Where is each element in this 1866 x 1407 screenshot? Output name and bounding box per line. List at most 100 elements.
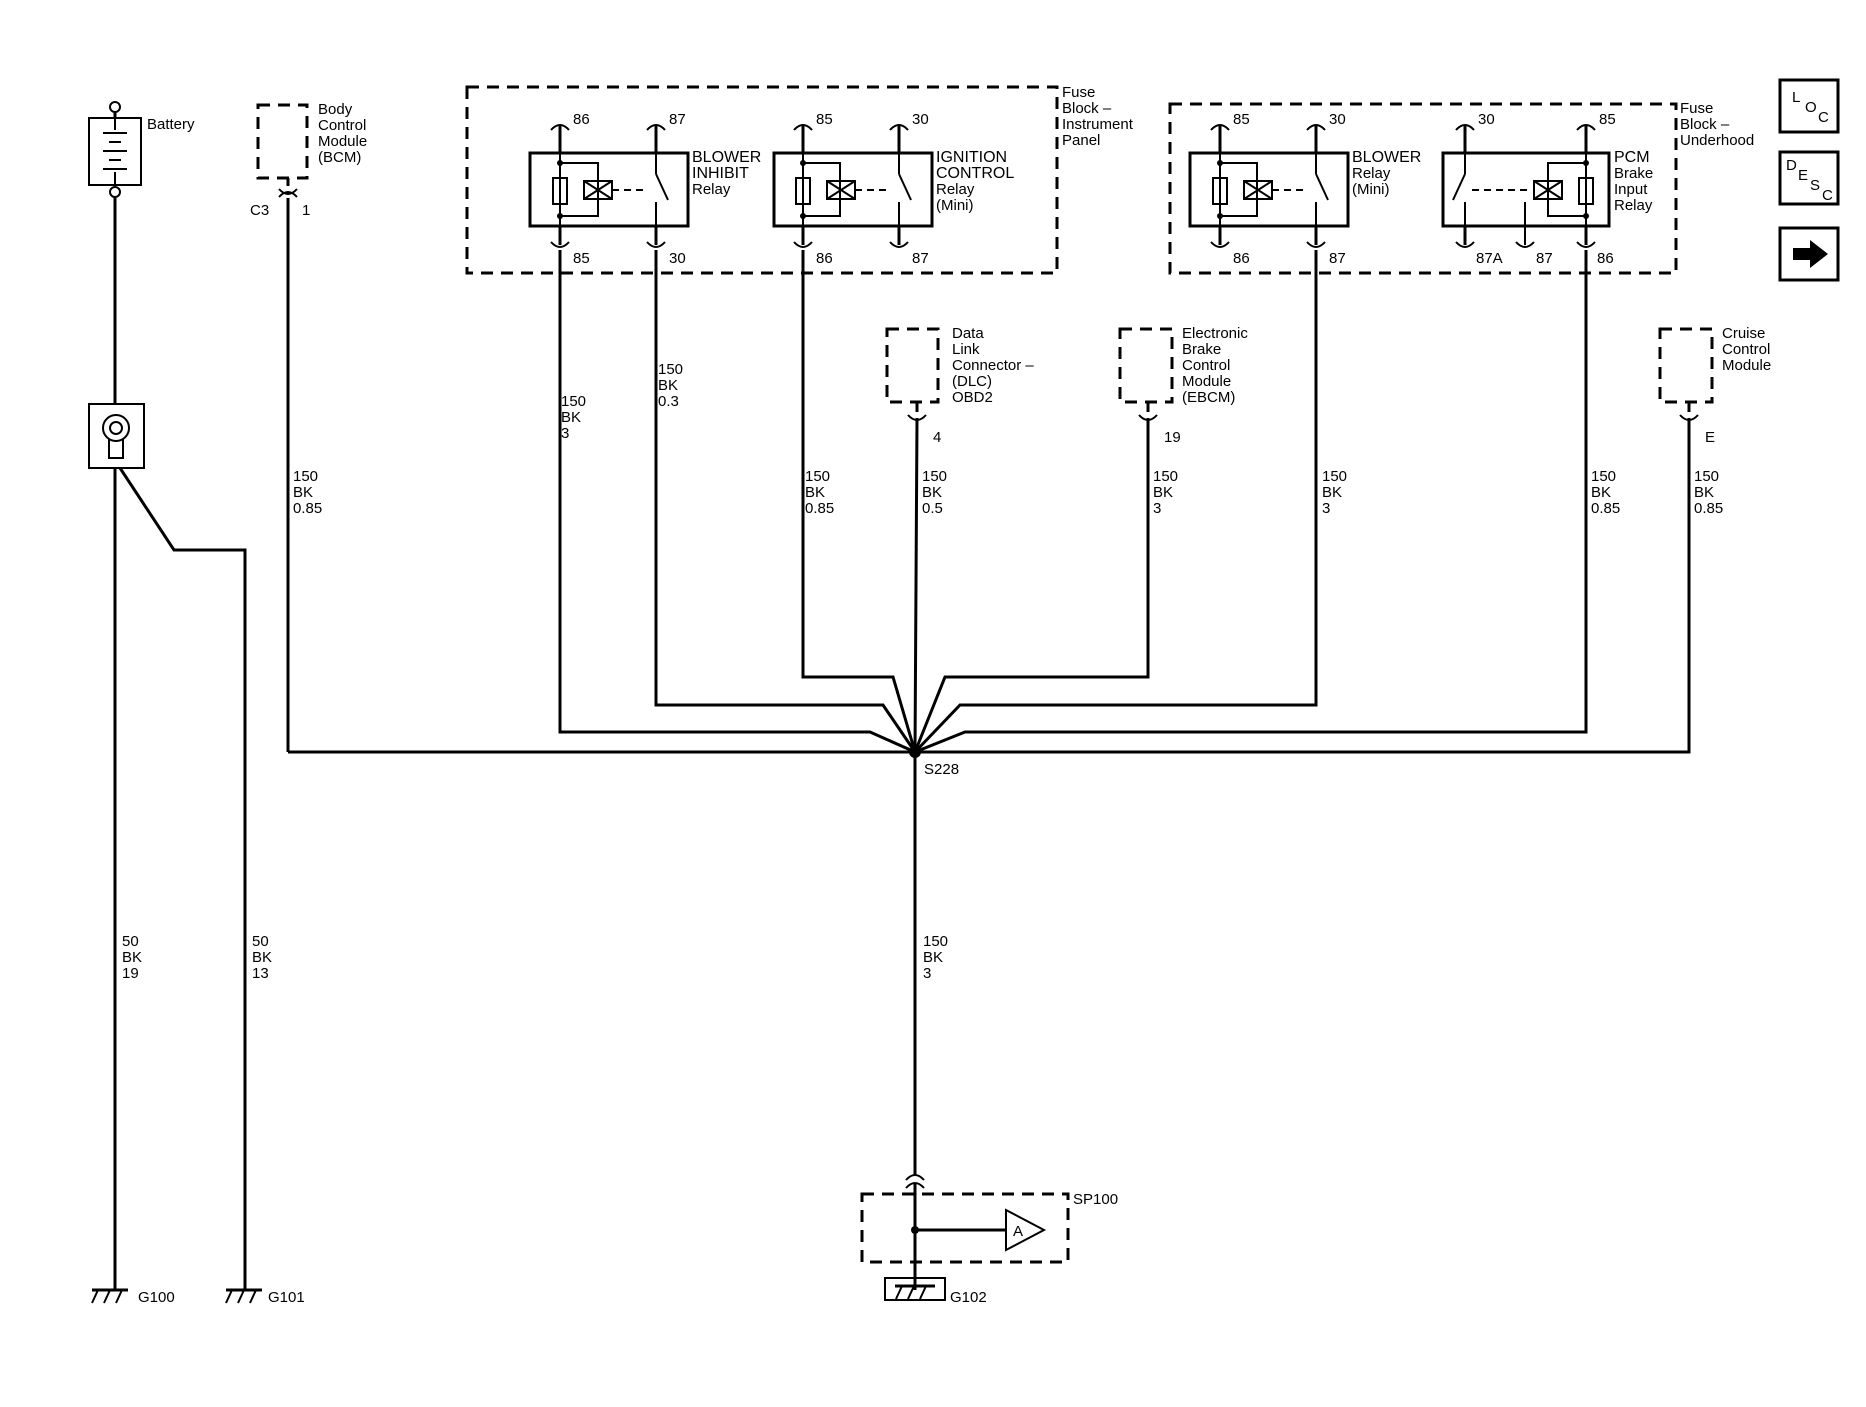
fuse-ip-label-2: Block – xyxy=(1062,100,1112,117)
fuse-uh-label-2: Block – xyxy=(1680,116,1730,133)
pcm-brake-pin-87: 87 xyxy=(1536,250,1553,267)
blower-inhibit-pin-85: 85 xyxy=(573,250,590,267)
wire-bi85-label-3: 3 xyxy=(561,425,569,442)
blower-relay-label-3: (Mini) xyxy=(1352,181,1390,198)
blower-inhibit-label-2: INHIBIT xyxy=(692,165,749,182)
blower-relay-label-2: Relay xyxy=(1352,165,1391,182)
blower-relay-pin-86: 86 xyxy=(1233,250,1250,267)
wire-ccm-label-1: 150 xyxy=(1694,468,1719,485)
wire-bi30-label-3: 0.3 xyxy=(658,393,679,410)
wire-bcm-label-2: BK xyxy=(293,484,313,501)
dlc-label-5: OBD2 xyxy=(952,389,993,406)
ebcm-label-4: Module xyxy=(1182,373,1231,390)
blower-relay-label-1: BLOWER xyxy=(1352,149,1421,166)
ground-g101-label: G101 xyxy=(268,1289,305,1306)
splice-pack-sp100: SP100 A xyxy=(860,1174,1118,1290)
fuse-ip-label-4: Panel xyxy=(1062,132,1100,149)
ignition-control-pin-30: 30 xyxy=(912,111,929,128)
blower-relay: 85 30 86 87 BLOWER Relay (Mini) xyxy=(1188,111,1421,267)
blower-inhibit-label-1: BLOWER xyxy=(692,149,761,166)
bcm-connector: C3 xyxy=(250,202,269,219)
wire-br87-label-2: BK xyxy=(1322,484,1342,501)
wire-pcm86-label-1: 150 xyxy=(1591,468,1616,485)
wire-dlc-label-2: BK xyxy=(922,484,942,501)
wire-ccm-label-2: BK xyxy=(1694,484,1714,501)
blower-inhibit-label-3: Relay xyxy=(692,181,731,198)
sp100-arrow-label: A xyxy=(1013,1223,1023,1240)
ground-stud xyxy=(88,403,145,469)
wire-main-label-2: BK xyxy=(923,949,943,966)
cruise-control-module: Cruise Control Module E xyxy=(1658,325,1771,446)
wire-ebcm-label-1: 150 xyxy=(1153,468,1178,485)
loc-button[interactable]: L O C xyxy=(1778,78,1840,134)
ebcm-label-1: Electronic xyxy=(1182,325,1248,342)
next-arrow-button[interactable] xyxy=(1778,226,1840,282)
bcm-label-2: Control xyxy=(318,117,366,134)
wire-br87-label-1: 150 xyxy=(1322,468,1347,485)
ground-g102: G102 xyxy=(884,1277,987,1306)
desc-button[interactable]: D E S C xyxy=(1778,150,1840,206)
bcm-pin: 1 xyxy=(302,202,310,219)
ccm-label-3: Module xyxy=(1722,357,1771,374)
wire-ic86-label-1: 150 xyxy=(805,468,830,485)
wire-g100-label-3: 19 xyxy=(122,965,139,982)
ground-wires xyxy=(288,250,1691,1175)
wire-bi85-label-1: 150 xyxy=(561,393,586,410)
wire-dlc-label-3: 0.5 xyxy=(922,500,943,517)
loc-letter-o: O xyxy=(1805,99,1817,116)
fuse-uh-label-1: Fuse xyxy=(1680,100,1713,117)
ignition-control-pin-87: 87 xyxy=(912,250,929,267)
blower-inhibit-relay: 86 87 85 30 BLOWER INHIBIT Relay xyxy=(528,111,761,267)
ebcm-label-3: Control xyxy=(1182,357,1230,374)
ebcm-label-2: Brake xyxy=(1182,341,1221,358)
ignition-control-pin-85: 85 xyxy=(816,111,833,128)
dlc-label-2: Link xyxy=(952,341,980,358)
loc-letter-l: L xyxy=(1792,89,1800,106)
ground-g101: G101 xyxy=(225,1288,305,1306)
fuse-block-underhood: Fuse Block – Underhood xyxy=(1168,100,1754,275)
blower-inhibit-pin-87: 87 xyxy=(669,111,686,128)
ccm-label-1: Cruise xyxy=(1722,325,1765,342)
wire-g100-label-1: 50 xyxy=(122,933,139,950)
wire-pcm86-label-3: 0.85 xyxy=(1591,500,1620,517)
wire-g101-label-1: 50 xyxy=(252,933,269,950)
bcm-label-4: (BCM) xyxy=(318,149,361,166)
wire-ic86-label-3: 0.85 xyxy=(805,500,834,517)
blower-relay-pin-30: 30 xyxy=(1329,111,1346,128)
dlc-label-1: Data xyxy=(952,325,984,342)
wire-g101-label-3: 13 xyxy=(252,965,269,982)
splice-s228 xyxy=(909,746,921,758)
pcm-brake-label-4: Relay xyxy=(1614,197,1653,214)
arrow-right-icon xyxy=(1793,240,1828,268)
ccm-pin: E xyxy=(1705,429,1715,446)
blower-relay-pin-85: 85 xyxy=(1233,111,1250,128)
dlc-label-3: Connector – xyxy=(952,357,1034,374)
pcm-brake-pin-85: 85 xyxy=(1599,111,1616,128)
ground-g102-label: G102 xyxy=(950,1289,987,1306)
wire-main-label-1: 150 xyxy=(923,933,948,950)
ignition-control-pin-86: 86 xyxy=(816,250,833,267)
pcm-brake-label-3: Input xyxy=(1614,181,1648,198)
battery: Battery xyxy=(88,101,195,198)
ignition-control-label-2: CONTROL xyxy=(936,165,1014,182)
splice-s228-label: S228 xyxy=(924,761,959,778)
ebcm-module: Electronic Brake Control Module (EBCM) 1… xyxy=(1118,325,1248,446)
wire-br87-label-3: 3 xyxy=(1322,500,1330,517)
desc-letter-d: D xyxy=(1786,157,1797,174)
sp100-label: SP100 xyxy=(1073,1191,1118,1208)
loc-letter-c: C xyxy=(1818,109,1829,126)
desc-letter-c: C xyxy=(1822,187,1833,204)
wire-bcm-label-1: 150 xyxy=(293,468,318,485)
bcm-label-1: Body xyxy=(318,101,353,118)
bcm-module: Body Control Module (BCM) C3 1 xyxy=(250,101,367,219)
wire-bi30-label-2: BK xyxy=(658,377,678,394)
ebcm-label-5: (EBCM) xyxy=(1182,389,1235,406)
blower-inhibit-pin-30: 30 xyxy=(669,250,686,267)
pcm-brake-pin-30: 30 xyxy=(1478,111,1495,128)
wire-ebcm-label-2: BK xyxy=(1153,484,1173,501)
ebcm-pin: 19 xyxy=(1164,429,1181,446)
wire-bi85-label-2: BK xyxy=(561,409,581,426)
ground-g100-label: G100 xyxy=(138,1289,175,1306)
ignition-control-label-1: IGNITION xyxy=(936,149,1007,166)
